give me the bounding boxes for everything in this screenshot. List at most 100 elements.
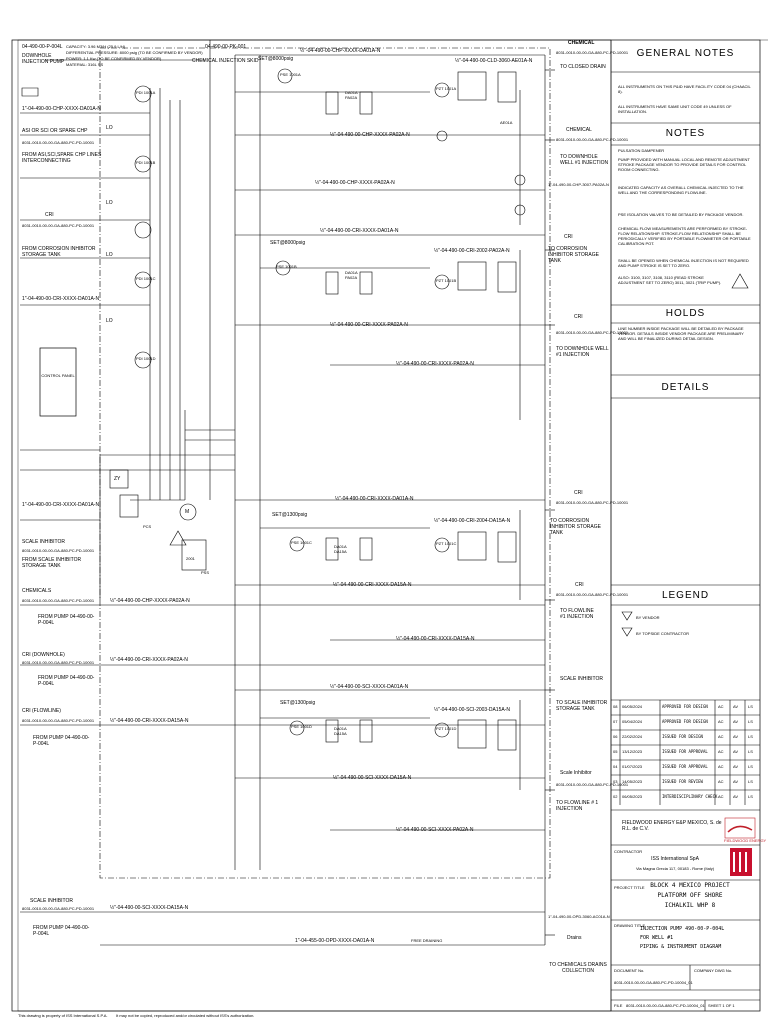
process-lines bbox=[20, 40, 555, 946]
rev-approved: LS bbox=[748, 704, 753, 709]
rev-description: ISSUED FOR APPROVAL bbox=[662, 764, 708, 769]
control-panel-box bbox=[39, 347, 77, 417]
rev-number: 04 bbox=[613, 764, 618, 769]
si-line: ½"-04-490-00-SCI-XXXX-DA15A-N bbox=[110, 905, 189, 911]
drawing-label: DRAWING TITLE bbox=[614, 923, 646, 928]
b4-bottom-line2: ½"-04-490-00-SCI-XXXX-PA02A-N bbox=[396, 827, 474, 833]
cri-from: FROM CORROSION INHIBITOR STORAGE TANK bbox=[22, 246, 96, 258]
rev-approved: LS bbox=[748, 779, 753, 784]
b1-out2-hdr: CHEMICAL bbox=[566, 127, 592, 133]
si-label: SCALE INHIBITOR bbox=[30, 898, 73, 904]
b1-cld: ½"-04-490-00-CLD-3060-AE01A-N bbox=[455, 58, 533, 64]
sheet: SHEET 1 OF 1 bbox=[708, 1003, 735, 1008]
rev-by: AC bbox=[718, 749, 724, 754]
rev-checked: AV bbox=[733, 719, 739, 724]
b1-set: SET@8000psig bbox=[258, 56, 294, 62]
drawing-line-3: PIPING & INSTRUMENT DIAGRAM bbox=[640, 944, 722, 950]
ref-dwg-3: 8031-0010-00-00-GA-880-PC-PD-10001 bbox=[22, 548, 95, 553]
ref-dwg-6: 8031-0010-00-00-GA-880-PC-PD-10001 bbox=[22, 718, 95, 723]
rev-description: APPROVED FOR DESIGN bbox=[662, 704, 708, 709]
rev-approved: LS bbox=[748, 764, 753, 769]
b1-bottom-line: ½"-04-490-00-CHP-XXXX-PA02A-N bbox=[315, 180, 395, 186]
pdi-tag-3: PDI 1001C bbox=[136, 276, 156, 281]
drawing-line-1: INJECTION PUMP 490-00-P-004L bbox=[640, 926, 725, 932]
scale-line: 1"-04-490-00-CRI-XXXX-DA01A-N bbox=[22, 502, 100, 508]
b2-bottom-line2: ½"-04-490-00-CRI-XXXX-PA02A-N bbox=[396, 361, 474, 367]
rev-approved: LS bbox=[748, 734, 753, 739]
rev-checked: AV bbox=[733, 704, 739, 709]
b2-pse: PSE 1001B bbox=[276, 264, 297, 269]
ref-dwg-4: 8031-0010-00-00-GA-880-PC-PD-10001 bbox=[22, 598, 95, 603]
b2-out-to: TO CORROSION INHIBITOR STORAGE TANK bbox=[548, 246, 599, 264]
rev-date: 14/05/2023 bbox=[622, 779, 643, 784]
pump-note-1: CAPACITY: 3.96 M3/H (25.9 L/H) bbox=[66, 44, 126, 49]
b2-line-top: ½"-04-490-00-CRI-2002-PA02A-N bbox=[434, 248, 510, 254]
drains-tag: 1"-04-490-00-OPD-3060-AC01A-N bbox=[548, 914, 610, 919]
iss-logo bbox=[730, 848, 752, 876]
b2-line-da: ½"-04-490-00-CRI-XXXX-DA01A-N bbox=[320, 228, 399, 234]
rev-date: 06/05/2024 bbox=[622, 704, 643, 709]
free-draining: FREE DRAINING bbox=[411, 938, 443, 943]
b4-out-title: SCALE INHIBITOR bbox=[560, 676, 603, 682]
rev-number: 02 bbox=[613, 794, 618, 799]
note-3: INDICATED CAPACITY AS OVERALL CHEMICAL I… bbox=[618, 185, 744, 195]
drain-line: 1"-04-455-00-OPD-XXXX-DA01A-N bbox=[295, 938, 375, 944]
drains-title: Drains bbox=[567, 935, 582, 941]
rev-approved: LS bbox=[748, 749, 753, 754]
zy-tag: ZY bbox=[114, 476, 121, 482]
company-label bbox=[614, 812, 615, 817]
b2-out2-title: CRI bbox=[574, 314, 583, 320]
pcs-tag: PCS bbox=[143, 524, 152, 529]
drawing-line-2: FOR WELL #1 bbox=[640, 935, 674, 941]
footer-pre: This drawing is property of bbox=[18, 1013, 65, 1018]
rev-date: 01/07/2023 bbox=[622, 764, 643, 769]
cri-label: CRI bbox=[45, 212, 54, 218]
b1-line-da: ½"-04-490-00-CHP-XXXX-PA02A-N bbox=[330, 132, 410, 138]
b2-out-title: CRI bbox=[564, 234, 573, 240]
note-5: CHEMICAL FLOW MEASUREMENTS ARE PERFORMED… bbox=[618, 226, 751, 246]
b3-ref2: 8031-0010-00-00-GA-880-PC-PD-10001 bbox=[556, 592, 629, 597]
b3-set: SET@1300psig bbox=[272, 512, 308, 518]
cri-dh-from: FROM PUMP 04-490-00-P-004L bbox=[38, 675, 95, 687]
general-notes-title: GENERAL NOTES bbox=[636, 48, 735, 59]
rev-date: 06/05/2023 bbox=[622, 794, 643, 799]
ref-dwg-2: 8031-0010-00-00-GA-880-PC-PD-10001 bbox=[22, 223, 95, 228]
general-note-1: ALL INSTRUMENTS ON THIS P&ID HAVE FACILI… bbox=[618, 84, 751, 94]
note-6: SHALL BE OPENED WHEN CHEMICAL INJECTION … bbox=[618, 258, 749, 268]
drains-to: TO CHEMICALS DRAINS COLLECTION bbox=[549, 962, 607, 974]
control-panel-label: CONTROL PANEL bbox=[41, 373, 75, 378]
rev-description: APPROVED FOR DESIGN bbox=[662, 719, 708, 724]
lo-3: LO bbox=[106, 252, 113, 258]
holds-title: HOLDS bbox=[665, 308, 706, 319]
pdi-tag-2: PDI 1001B bbox=[136, 160, 156, 165]
ref-dwg-1: 8031-0010-00-00-GA-880-PC-PD-10001 bbox=[22, 140, 95, 145]
s-tag: 2001 bbox=[186, 556, 195, 561]
rev-by: AC bbox=[718, 719, 724, 724]
pump-note-4: MATERIAL: 316L SS bbox=[66, 62, 104, 67]
cri-dh-label: CRI (DOWNHOLE) bbox=[22, 652, 65, 658]
b1-out2: TO DOWNHOLE WELL #1 INJECTION bbox=[560, 154, 609, 166]
rev-number: 03 bbox=[613, 779, 618, 784]
b4-pzt: PZT 1001D bbox=[436, 726, 457, 731]
hold-1: LINE NUMBER INSIDE PACKAGE WILL BE DETAI… bbox=[618, 326, 744, 341]
b2-bottom-line: ½"-04-490-00-CRI-XXXX-PA02A-N bbox=[330, 322, 408, 328]
b4-line-top: ½"-04-490-00-SCI-2003-DA15A-N bbox=[434, 707, 510, 713]
drawing-frame bbox=[11, 39, 768, 1012]
b3-spec: DA01A DA15A bbox=[334, 544, 347, 554]
b3-pzt: PZT 1001C bbox=[436, 541, 457, 546]
rev-by: AC bbox=[718, 704, 724, 709]
rev-approved: LS bbox=[748, 719, 753, 724]
details-title: DETAILS bbox=[661, 382, 710, 393]
branch-instruments bbox=[275, 68, 526, 751]
project-line-3: ICHALKIL WHP 8 bbox=[664, 902, 716, 909]
file-label: FILE bbox=[614, 1003, 623, 1008]
rev-checked: AV bbox=[733, 764, 739, 769]
b1-out-to: TO CLOSED DRAIN bbox=[560, 64, 606, 70]
rev-number: 05 bbox=[613, 749, 618, 754]
chem-from: FROM PUMP 04-490-00-P-004L bbox=[38, 614, 95, 626]
pss-tag: PSS bbox=[201, 570, 210, 575]
lo-2: LO bbox=[106, 200, 113, 206]
cri-line: ½"-04-490-00-CRI-XXXX-PA02A-N bbox=[110, 657, 188, 663]
skid-tag: 04-490-00-PK-001 bbox=[205, 44, 247, 50]
pdi-tag-4: PDI 1001D bbox=[136, 356, 156, 361]
